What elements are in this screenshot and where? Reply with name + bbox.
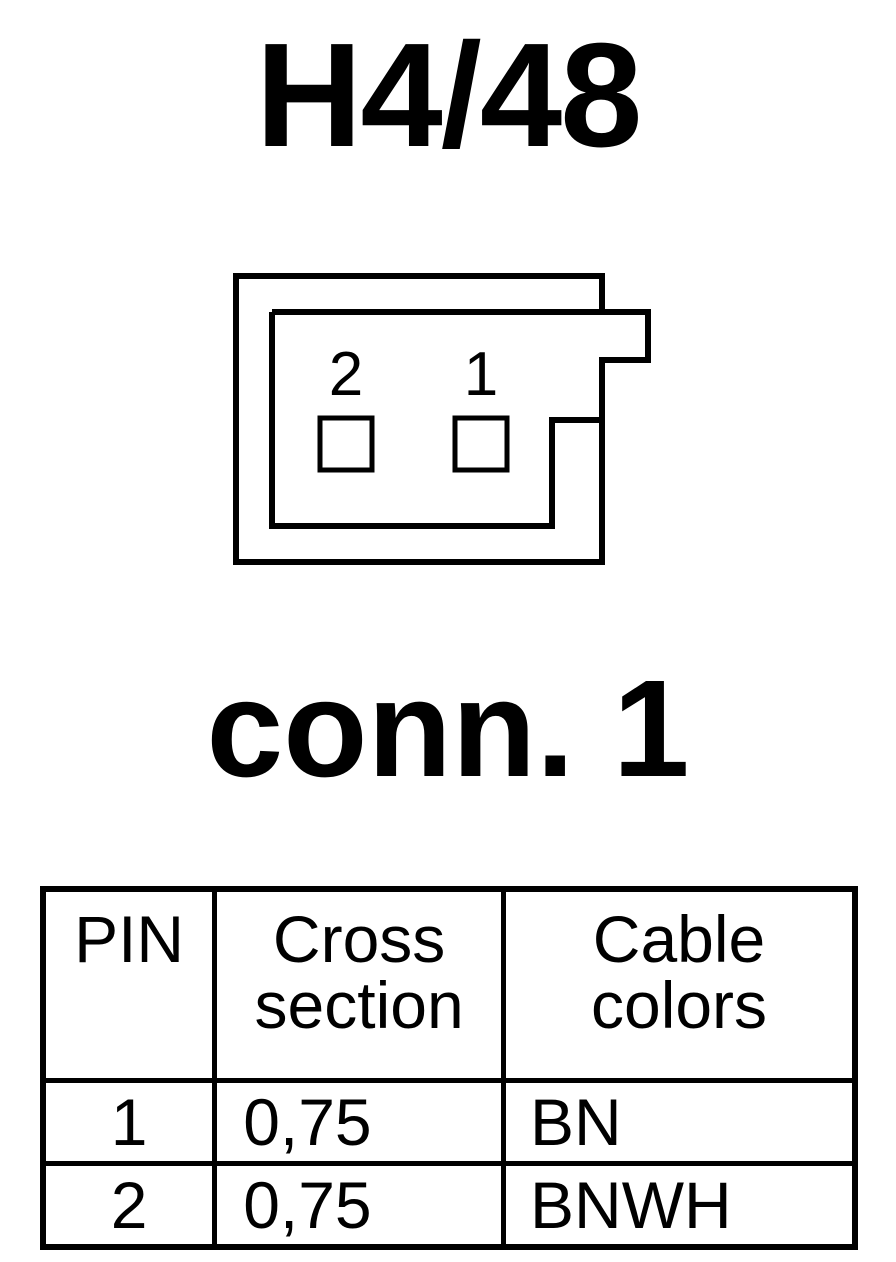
header-colors-label-2: colors [590, 968, 768, 1042]
pin-table: PIN Cross section Cable colors 1 0,75 BN… [40, 886, 858, 1250]
page-title: H4/48 [255, 13, 643, 178]
connector-label: conn. 1 [206, 652, 690, 806]
connector-outer-housing [233, 273, 651, 565]
table-header-row: PIN Cross section Cable colors [40, 886, 858, 1083]
header-pin-label: PIN [74, 902, 185, 976]
cross-section-cell: 0,75 [212, 1161, 507, 1250]
header-cross-label-1: Cross [272, 902, 446, 976]
table-row: 2 0,75 BNWH [40, 1161, 858, 1250]
pin-1-contact [452, 415, 510, 473]
cable-color-cell: BN [501, 1078, 858, 1166]
cable-color-cell: BNWH [501, 1161, 858, 1250]
pin-number-cell: 2 [40, 1161, 218, 1250]
pin-1-number: 1 [464, 340, 498, 409]
header-pin: PIN [40, 886, 218, 1083]
connector-inner-cavity [269, 309, 602, 529]
header-cross-section: Cross section [212, 886, 507, 1083]
connector-diagram: 2 1 [233, 273, 651, 565]
pin-2-number: 2 [329, 340, 363, 409]
table-row: 1 0,75 BN [40, 1078, 858, 1166]
header-cross-label-2: section [254, 968, 464, 1042]
header-cable-colors: Cable colors [501, 886, 858, 1083]
pin-number-cell: 1 [40, 1078, 218, 1166]
cross-section-cell: 0,75 [212, 1078, 507, 1166]
header-colors-label-1: Cable [592, 902, 766, 976]
pin-2-contact [317, 415, 375, 473]
